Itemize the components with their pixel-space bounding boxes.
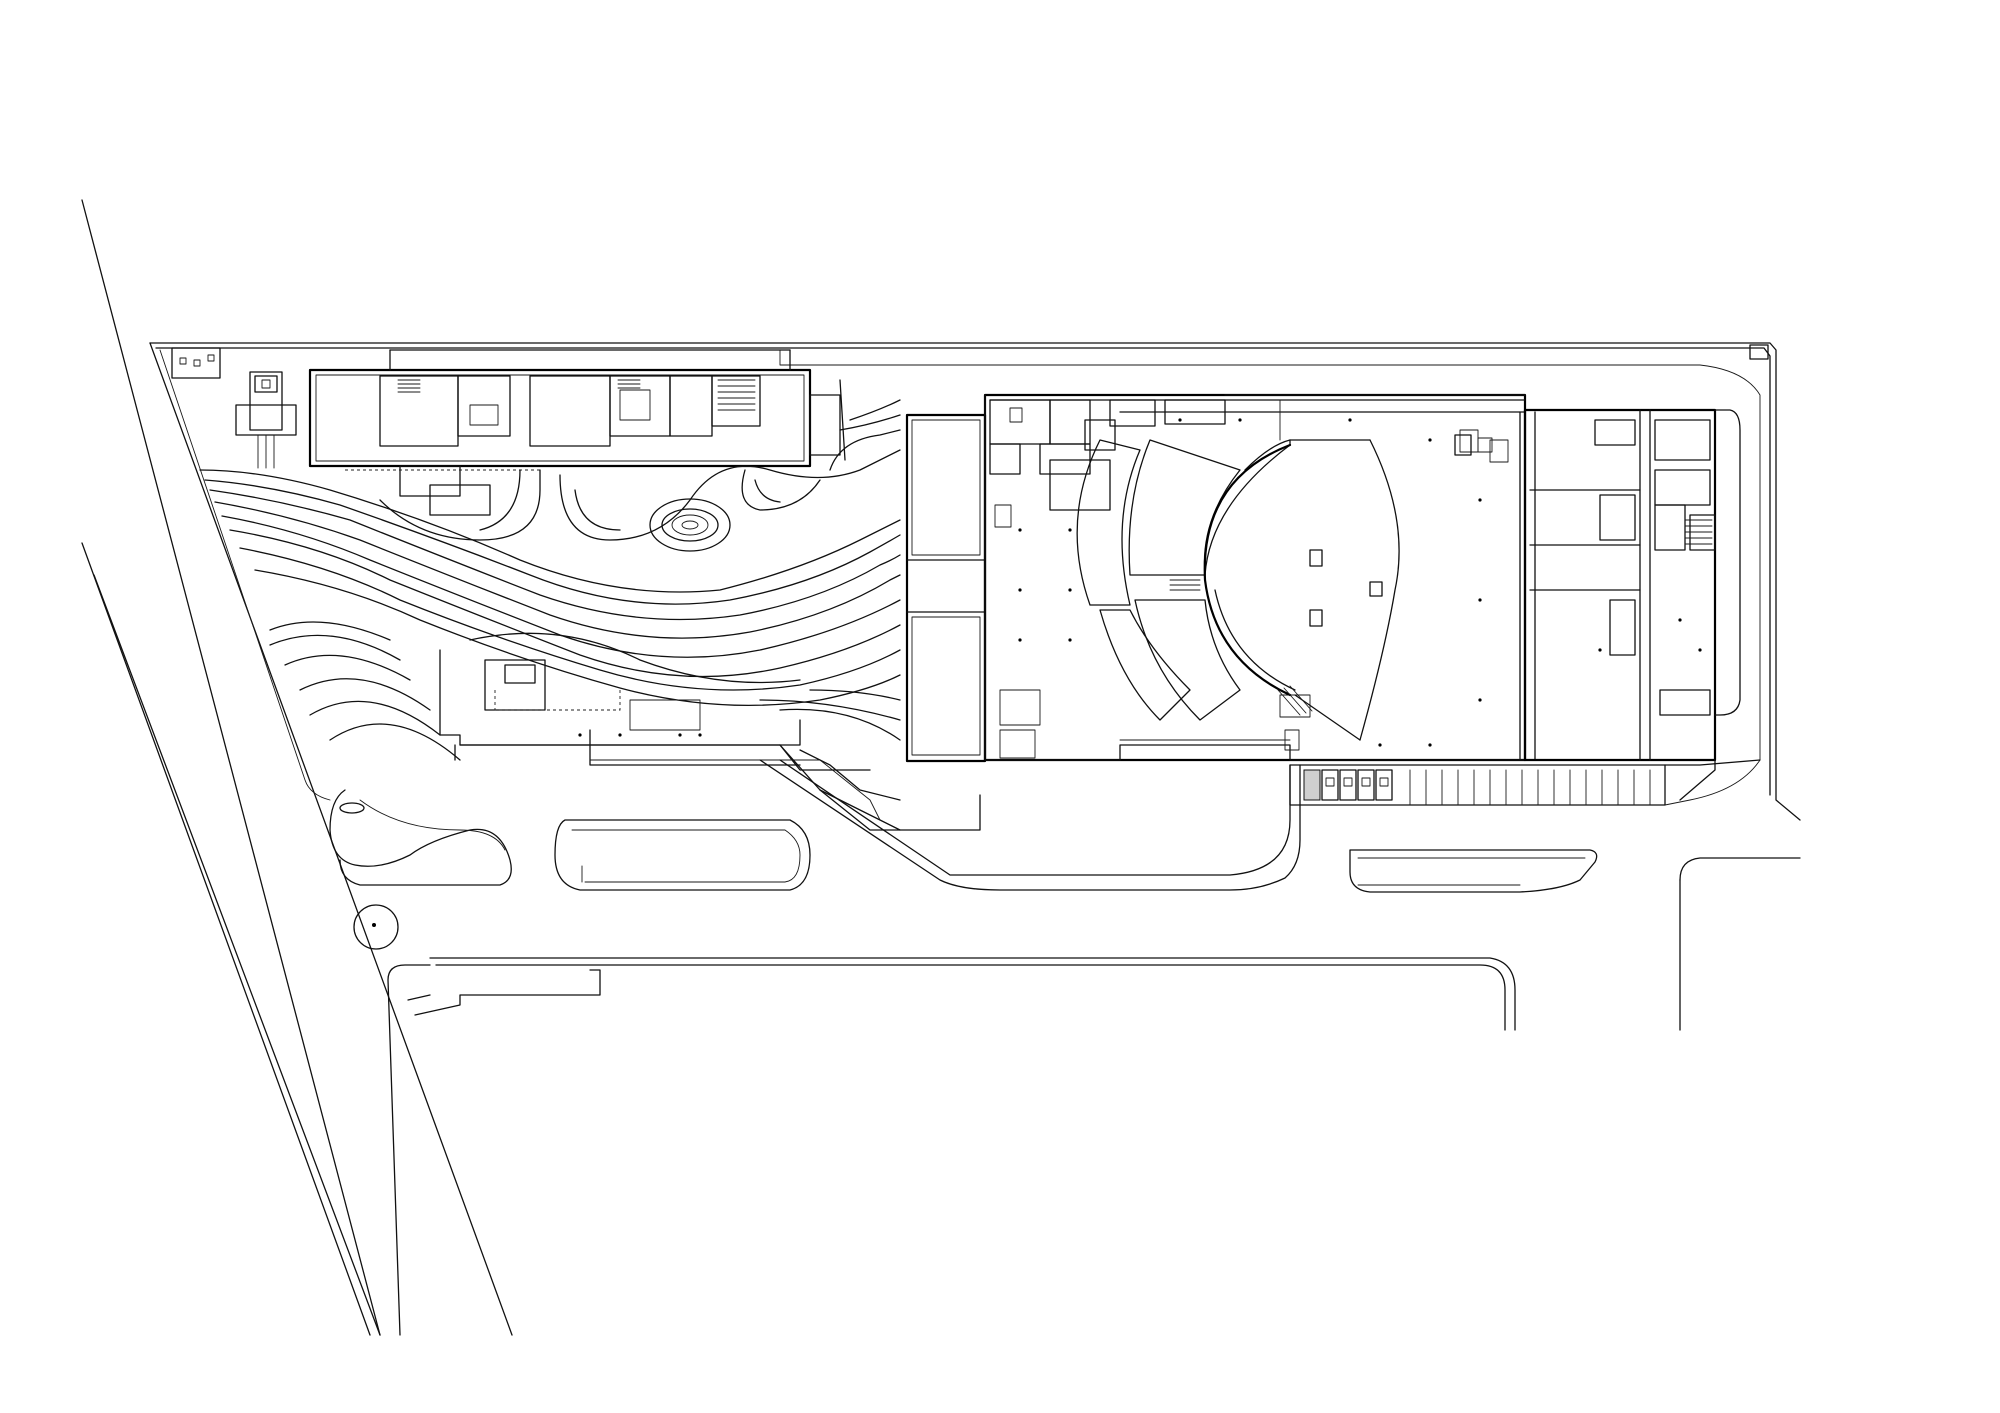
- aisle-stair-south: [1277, 685, 1313, 716]
- entrance-walk: [759, 744, 1301, 891]
- aisle-stair-north: [1169, 579, 1201, 591]
- stair-north-3: [717, 379, 756, 411]
- auditorium-fan: [1076, 434, 1493, 741]
- central-core-block: [905, 413, 987, 763]
- parking-stalls: [1289, 759, 1761, 806]
- traffic-islands: [329, 789, 1598, 950]
- stair-east: [1684, 519, 1713, 545]
- diagonal-roads: [81, 199, 513, 1336]
- wave-landscape: [199, 399, 901, 761]
- guard-house: [235, 371, 297, 469]
- north-service-building: [308, 349, 846, 516]
- stair-north-2: [617, 379, 641, 389]
- column-grid: [578, 418, 1702, 747]
- main-theatre-hall: [983, 393, 1536, 762]
- site-boundary: [149, 342, 1801, 821]
- east-service-wing: [1523, 408, 1741, 801]
- oval-pool: [649, 498, 731, 552]
- stair-north-1: [397, 379, 421, 393]
- lower-access-road: [387, 857, 1801, 1336]
